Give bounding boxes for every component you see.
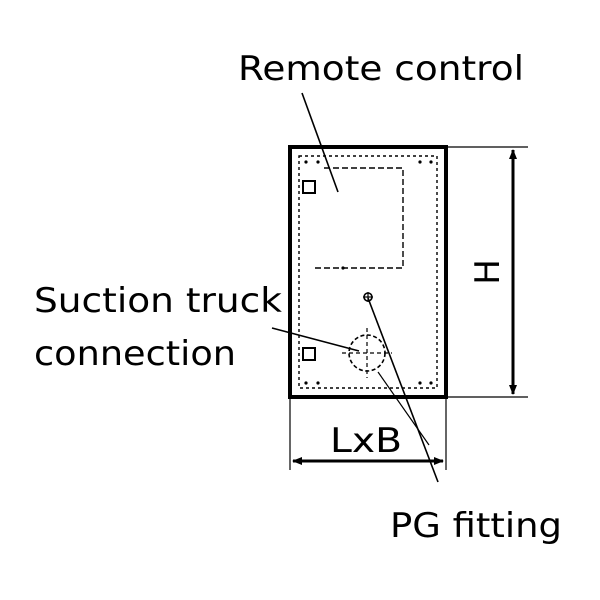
enclosure-outer-outline: [288, 145, 448, 399]
mounting-square-bottom: [302, 347, 316, 361]
height-dimension-label: H: [468, 259, 508, 285]
suction-leader: [271, 327, 360, 352]
mounting-square-top: [302, 180, 316, 194]
remote-control-leader: [301, 92, 339, 193]
suction-label-line2: connection: [34, 334, 236, 374]
remote-control-area: [315, 167, 404, 269]
width-dimension-label: LxB: [330, 421, 402, 461]
pg-fitting-leader: [367, 297, 439, 483]
suction-connection-marker: [342, 328, 392, 378]
enclosure-inner-outline: [298, 155, 438, 389]
pg-fitting-marker: [363, 292, 373, 302]
suction-label-line1: Suction truck: [34, 281, 282, 321]
enclosure-corner-dots: [304, 160, 433, 385]
pg-fitting-label: PG fitting: [390, 506, 562, 546]
remote-control-label: Remote control: [238, 49, 524, 89]
pg-fitting-leader-secondary: [377, 371, 430, 446]
